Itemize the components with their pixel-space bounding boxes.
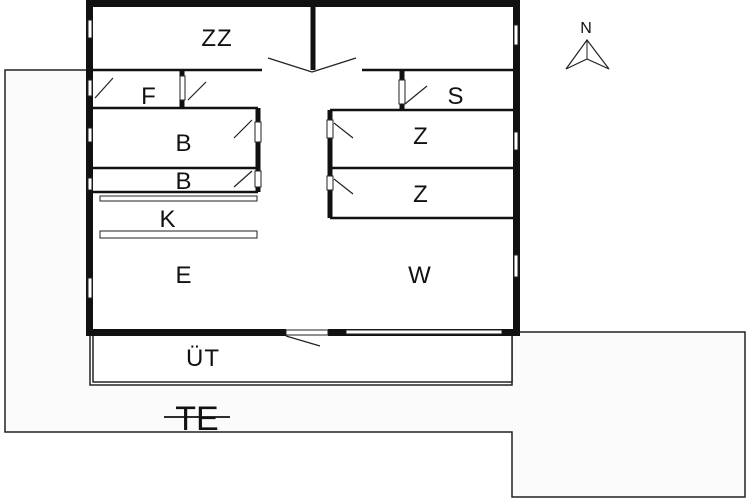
room-labels: ZZ F S B B Z Z K E W ÜT — [141, 25, 464, 372]
room-label-ut: ÜT — [186, 345, 220, 372]
room-label-b-upper: B — [175, 130, 192, 157]
window-left-1 — [87, 19, 93, 39]
window-left-2 — [87, 79, 93, 97]
window-right-3 — [513, 254, 519, 278]
door-opening-b2 — [254, 170, 262, 188]
room-label-zz: ZZ — [201, 25, 232, 52]
door-opening-z2 — [326, 175, 334, 191]
door-swing-entrance — [285, 335, 321, 347]
window-right-2 — [513, 131, 519, 151]
window-bottom-large — [345, 329, 503, 335]
room-label-f: F — [141, 83, 157, 110]
door-opening-b1 — [254, 121, 262, 143]
window-left-4 — [87, 177, 93, 191]
terrace-symbol: TE — [175, 400, 218, 438]
door-opening-f — [179, 75, 186, 101]
wall-left — [86, 0, 93, 336]
door-opening-z1 — [326, 119, 334, 139]
wall-bottom-left — [86, 329, 286, 336]
windows — [87, 19, 519, 335]
door-swing-z1 — [333, 122, 354, 139]
door-opening-entrance — [285, 329, 329, 336]
window-left-5 — [87, 277, 93, 299]
room-label-w: W — [408, 262, 432, 289]
compass-label: N — [580, 20, 592, 37]
window-left-3 — [87, 127, 93, 143]
wall-right — [513, 0, 520, 336]
door-opening-s — [398, 79, 406, 105]
door-swing-f — [94, 77, 114, 99]
door-swing-z2 — [333, 178, 354, 195]
door-openings — [179, 75, 406, 336]
room-label-e: E — [175, 262, 192, 289]
room-label-s: S — [447, 83, 464, 110]
door-swing-zz-left — [267, 57, 313, 73]
room-label-z-upper: Z — [413, 123, 429, 150]
room-label-z-lower: Z — [413, 181, 429, 208]
north-compass: N — [565, 20, 610, 70]
door-swing-hall — [187, 81, 207, 101]
door-swings — [94, 57, 428, 347]
room-label-b-lower: B — [175, 168, 192, 195]
kitchen-counter-top — [99, 195, 258, 202]
window-right-1 — [513, 24, 519, 46]
kitchen-counters — [99, 195, 258, 239]
kitchen-counter-bottom — [99, 230, 258, 239]
wall-top — [86, 0, 520, 7]
door-swing-zz-right — [311, 57, 357, 73]
room-label-k: K — [159, 206, 176, 233]
door-swing-s — [404, 85, 428, 105]
door-swing-b2 — [233, 170, 253, 188]
door-swing-b1 — [233, 119, 253, 139]
